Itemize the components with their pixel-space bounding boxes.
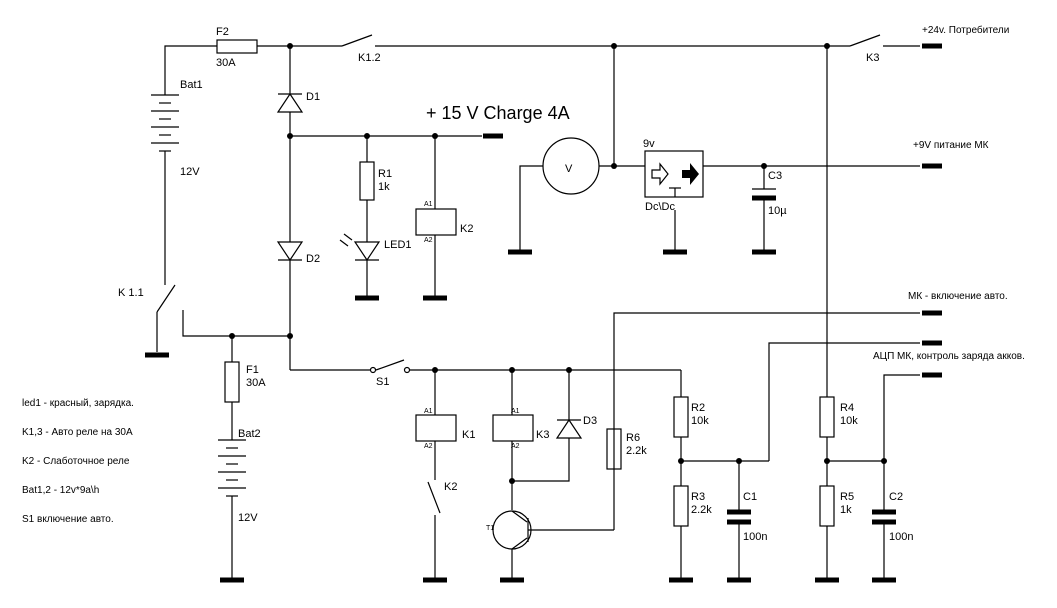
junction-dots: [229, 43, 887, 484]
label-k2-a2: A2: [424, 237, 433, 244]
label-d1: D1: [306, 91, 320, 103]
s1-rail: [290, 359, 769, 583]
note-line: Bat1,2 - 12v*9a\h: [22, 485, 99, 496]
label-f2: F2: [216, 26, 229, 38]
label-k3-a2: A2: [511, 443, 520, 450]
label-c3: C3: [768, 170, 782, 182]
note-line: K2 - Слаботочное реле: [22, 455, 130, 467]
label-r3: R3: [691, 491, 705, 503]
label-f2-value: 30A: [216, 57, 236, 69]
label-r1-value: 1k: [378, 181, 390, 193]
label-d2: D2: [306, 253, 320, 265]
label-r2-value: 10k: [691, 415, 709, 427]
label-dcdc: Dc\Dc: [645, 201, 675, 213]
notes-block: led1 - красный, зарядка. K1,3 - Авто рел…: [22, 398, 134, 525]
dcdc-converter: [644, 150, 704, 198]
resistor-r1: [359, 161, 375, 201]
top-rail: [164, 34, 942, 83]
transistor-t1: [492, 510, 532, 550]
label-c2-value: 100n: [889, 531, 913, 543]
label-k1-a1: A1: [424, 408, 433, 415]
label-s1: S1: [376, 376, 389, 388]
resistor-r4: [819, 396, 835, 438]
relay-k2-coil: [415, 136, 457, 301]
label-bat1: Bat1: [180, 79, 203, 91]
label-k2-coil: K2: [460, 223, 473, 235]
label-r5: R5: [840, 491, 854, 503]
text-labels: F2 30A Bat1 12V D1 D2 K1.2 K3 K 1.1 + 15…: [118, 24, 1025, 543]
led1-symbol: [353, 241, 381, 262]
switch-k11: [145, 284, 232, 358]
label-k3-coil: K3: [536, 429, 549, 441]
label-f1: F1: [246, 364, 259, 376]
label-r3-value: 2.2k: [691, 504, 712, 516]
label-k1-coil: K1: [462, 429, 475, 441]
label-r1: R1: [378, 168, 392, 180]
label-c3-value: 10µ: [768, 205, 787, 217]
label-c1: C1: [743, 491, 757, 503]
label-bat1-value: 12V: [180, 166, 200, 178]
mk-lines: [613, 310, 942, 530]
label-k1-a2: A2: [424, 443, 433, 450]
label-k3-switch: K3: [866, 52, 879, 64]
label-k11: K 1.1: [118, 287, 144, 299]
label-k3-a1: A1: [511, 408, 520, 415]
label-k2-a1: A1: [424, 201, 433, 208]
label-r5-value: 1k: [840, 504, 852, 516]
resistor-r3: [673, 485, 689, 527]
label-r6: R6: [626, 432, 640, 444]
label-r4: R4: [840, 402, 854, 414]
fuse-f1: [224, 361, 240, 403]
label-c1-value: 100n: [743, 531, 767, 543]
note-line: K1,3 - Авто реле на 30А: [22, 427, 133, 438]
label-9v: 9v: [643, 138, 655, 150]
note-line: S1 включение авто.: [22, 514, 114, 525]
label-bat2-value: 12V: [238, 512, 258, 524]
r1-led1-branch: [339, 136, 381, 301]
note-line: led1 - красный, зарядка.: [22, 398, 134, 409]
bat2-branch: [218, 336, 246, 583]
voltmeter-dcdc: [508, 46, 942, 255]
resistor-r2: [673, 396, 689, 438]
label-voltmeter: V: [565, 163, 573, 175]
label-charge: + 15 V Charge 4A: [426, 103, 570, 123]
fuse-f2: [216, 39, 258, 54]
label-r6-value: 2.2k: [626, 445, 647, 457]
label-r4-value: 10k: [840, 415, 858, 427]
resistor-r6: [606, 428, 622, 470]
resistor-r5: [819, 485, 835, 527]
label-t1: T1: [486, 525, 494, 532]
label-out-adc: АЦП МК, контроль заряда акков.: [873, 351, 1025, 362]
capacitor-c3: [752, 166, 776, 255]
label-f1-value: 30A: [246, 377, 266, 389]
label-r2: R2: [691, 402, 705, 414]
label-out-9v: +9V питание МК: [913, 140, 989, 151]
label-k12: K1.2: [358, 52, 381, 64]
label-out-24v: +24v. Потребители: [922, 24, 1009, 36]
r4-r5-divider: [815, 46, 942, 583]
label-k2-switch: K2: [444, 481, 457, 493]
label-out-mk-on: МК - включение авто.: [908, 291, 1008, 302]
label-bat2: Bat2: [238, 428, 261, 440]
battery-bat1: [151, 83, 179, 285]
label-led1: LED1: [384, 239, 412, 251]
label-d3: D3: [583, 415, 597, 427]
label-c2: C2: [889, 491, 903, 503]
